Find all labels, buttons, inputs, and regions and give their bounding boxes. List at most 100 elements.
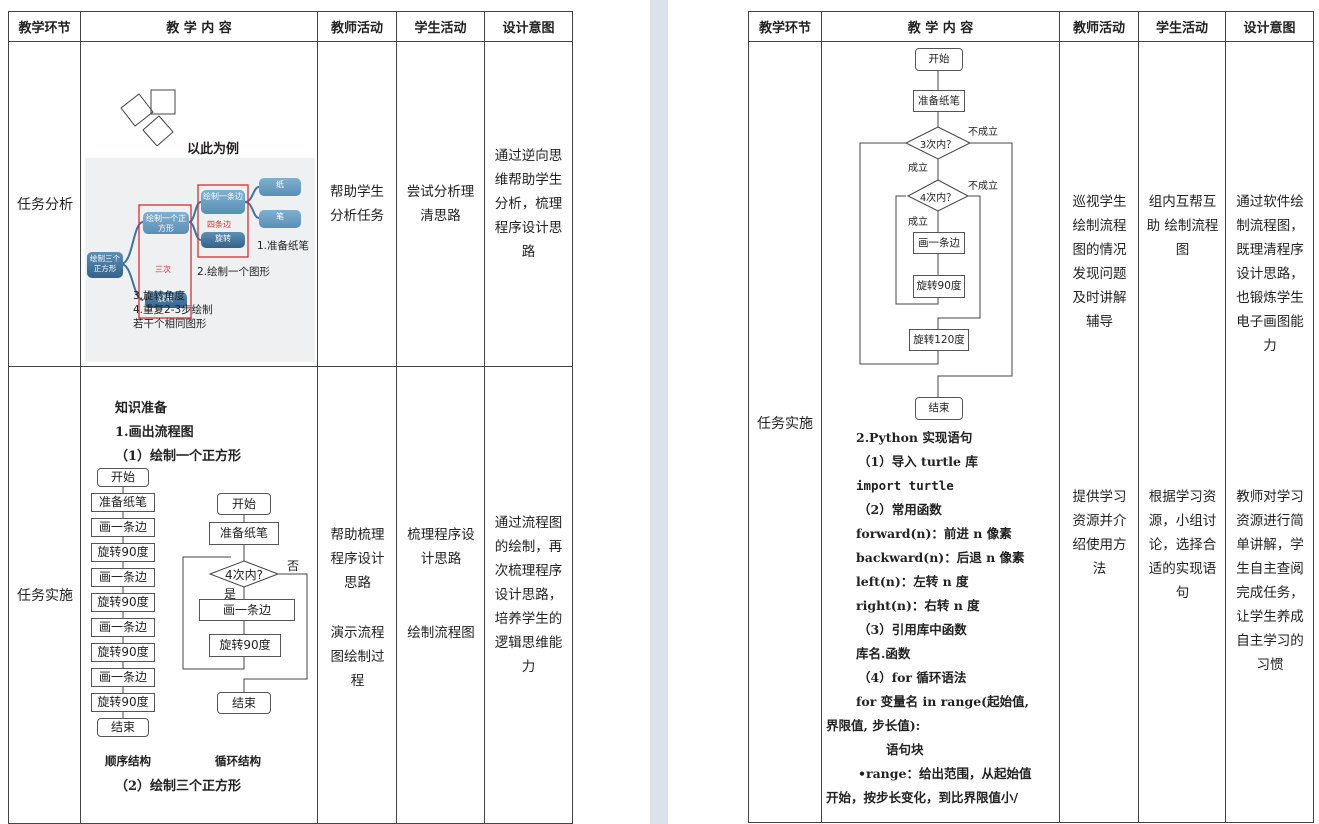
- heading-knowledge-prep: 知识准备: [115, 401, 168, 416]
- mindmap-square-node: 绘制一个正方形: [143, 212, 189, 234]
- mindmap-tag-four: 四条边: [207, 220, 231, 229]
- python-content-cell: 开始 准备纸笔 3次内？ 不成立 成立 4次内？ 不成立 成立 画一条边 旋转9…: [821, 41, 1060, 823]
- stage-task-analysis: 任务分析: [8, 41, 81, 367]
- seq-step: 旋转90度: [91, 693, 155, 712]
- pflow-no-1: 不成立: [968, 127, 998, 138]
- pflow-start: 开始: [915, 48, 963, 71]
- flowchart-cell: 知识准备 1.画出流程图 （1）绘制一个正方形: [80, 366, 318, 824]
- pflow-yes-2: 成立: [908, 217, 928, 228]
- seq-step: 旋转90度: [91, 593, 155, 612]
- loop-yes-label: 是: [224, 587, 237, 601]
- pflow-draw-side: 画一条边: [913, 232, 965, 254]
- pflow-yes-1: 成立: [908, 163, 928, 174]
- right-student-2: 根据学习资源，小组讨论，选择合适的实现语句: [1148, 489, 1217, 601]
- row2-student-2: 绘制流程图: [407, 625, 475, 641]
- row2-design-intent: 通过流程图的绘制，再次梳理程序设计思路，培养学生的逻辑思维能力: [484, 366, 573, 824]
- python-line: （4）for 循环语法: [858, 670, 967, 685]
- mindmap-label-4a: 4.重复2-3步绘制: [133, 304, 213, 316]
- mindmap-center-node: 绘制三个正方形: [87, 252, 123, 278]
- python-line: （3）引用库中函数: [858, 622, 967, 637]
- python-line: （2）常用函数: [858, 502, 942, 517]
- loop-end: 结束: [217, 692, 271, 714]
- mindmap-label-2: 2.绘制一个图形: [197, 266, 271, 278]
- mindmap-pen-node: 笔: [259, 210, 301, 228]
- page-gap: [650, 0, 668, 824]
- mindmap-label-4b: 若干个相同图形: [133, 318, 207, 330]
- loop-rotate: 旋转90度: [209, 634, 281, 657]
- loop-no-label: 否: [287, 559, 300, 573]
- right-student-activity: 组内互帮互助 绘制流程图 根据学习资源，小组讨论，选择合适的实现语句: [1138, 41, 1226, 823]
- header-teacher: 教师活动: [317, 11, 397, 42]
- seq-step: 画一条边: [91, 518, 155, 537]
- python-flowchart-lines: [859, 71, 1013, 397]
- python-line: backward(n)：后退 n 像素: [856, 550, 1025, 565]
- heading-draw-one-square: （1）绘制一个正方形: [115, 449, 242, 464]
- row2-student-1: 梳理程序设计思路: [407, 527, 475, 567]
- pflow-no-2: 不成立: [968, 181, 998, 192]
- mindmap-title: 以此为例: [187, 142, 240, 157]
- seq-step: 画一条边: [91, 668, 155, 687]
- right-student-1: 组内互帮互助 绘制流程图: [1146, 194, 1219, 258]
- row2-teacher-2: 演示流程图绘制过程: [330, 625, 385, 689]
- mindmap-label-3: 3.旋转角度: [133, 290, 186, 302]
- heading-draw-three-squares: （2）绘制三个正方形: [115, 779, 242, 794]
- pflow-end: 结束: [915, 397, 963, 420]
- header-stage: 教学环节: [748, 11, 822, 42]
- heading-draw-flowchart: 1.画出流程图: [115, 425, 194, 440]
- header-content: 教 学 内 容: [80, 11, 318, 42]
- three-squares-sketch: [120, 89, 176, 146]
- mindmap-paper-node: 纸: [259, 178, 301, 196]
- pflow-cond-4: 4次内？: [919, 193, 957, 204]
- row2-teacher-activity: 帮助梳理程序设计思路 演示流程图绘制过程: [317, 366, 397, 824]
- stage-label: 任务实施: [757, 416, 813, 432]
- seq-step: 画一条边: [91, 568, 155, 587]
- mindmap-label-1: 1.准备纸笔: [257, 240, 310, 252]
- mindmap-rotate-node-1: 旋转: [145, 292, 187, 308]
- right-design-intent: 通过软件绘制流程图，既理清程序设计思路，也锻炼学生电子画图能力 教师对学习资源进…: [1225, 41, 1314, 823]
- python-line: right(n)：右转 n 度: [856, 598, 980, 613]
- pflow-prepare: 准备纸笔: [913, 90, 965, 112]
- python-line: for 变量名 in range(起始值,: [856, 694, 1029, 709]
- python-line: （1）导入 turtle 库: [858, 454, 978, 469]
- right-intent-2: 教师对学习资源进行简单讲解，学生自主查阅完成任务，让学生养成自主学习的习惯: [1236, 489, 1304, 673]
- sequence-arrows: [122, 487, 308, 718]
- python-line: 界限值, 步长值):: [826, 718, 921, 733]
- mindmap-rotate-node-2: 旋转: [201, 232, 245, 248]
- stage-task-implementation: 任务实施: [8, 366, 81, 824]
- pflow-cond-3: 3次内？: [919, 140, 957, 151]
- header-content: 教 学 内 容: [821, 11, 1060, 42]
- header-intent: 设计意图: [484, 11, 573, 42]
- right-teacher-2: 提供学习资源并介绍使用方法: [1072, 489, 1127, 577]
- python-line: 2.Python 实现语句: [856, 430, 973, 445]
- pflow-rotate-90: 旋转90度: [913, 275, 965, 298]
- seq-step: 开始: [97, 468, 149, 487]
- mindmap-tag-three: 三次: [155, 265, 171, 274]
- header-student: 学生活动: [1138, 11, 1226, 42]
- header-teacher: 教师活动: [1059, 11, 1139, 42]
- header-intent: 设计意图: [1225, 11, 1314, 42]
- loop-start: 开始: [217, 493, 271, 515]
- row1-teacher-activity: 帮助学生分析任务: [317, 41, 397, 367]
- seq-step: 画一条边: [91, 618, 155, 637]
- mindmap-connectors: [120, 184, 260, 319]
- python-line: 库名.函数: [856, 646, 911, 661]
- python-line: 语句块: [886, 742, 924, 757]
- right-intent-1: 通过软件绘制流程图，既理清程序设计思路，也锻炼学生电子画图能力: [1236, 194, 1304, 354]
- lesson-table-left: 教学环节 教 学 内 容 教师活动 学生活动 设计意图 任务分析 以此为例: [8, 11, 573, 824]
- header-student: 学生活动: [396, 11, 485, 42]
- seq-step: 结束: [97, 718, 149, 737]
- row1-student-activity: 尝试分析理清思路: [396, 41, 485, 367]
- python-line: forward(n)：前进 n 像素: [856, 526, 1012, 541]
- loop-draw-side: 画一条边: [199, 599, 295, 621]
- header-stage: 教学环节: [8, 11, 81, 42]
- right-teacher-1: 巡视学生绘制流程图的情况发现问题及时讲解辅导: [1072, 194, 1127, 330]
- row1-design-intent: 通过逆向思维帮助学生分析，梳理程序设计思路: [484, 41, 573, 367]
- seq-step: 旋转90度: [91, 643, 155, 662]
- pflow-rotate-120: 旋转120度: [909, 329, 969, 351]
- python-line: left(n)：左转 n 度: [856, 574, 969, 589]
- python-line: 开始，按步长变化，到比界限值小/: [826, 790, 1019, 805]
- row2-teacher-1: 帮助梳理程序设计思路: [330, 527, 385, 591]
- lesson-table-right: 教学环节 教 学 内 容 教师活动 学生活动 设计意图 任务实施: [748, 11, 1314, 823]
- loop-prepare: 准备纸笔: [209, 522, 279, 545]
- mindmap-cell: 以此为例 绘制三个正方形 绘制一个正方形 三次 旋转 绘制一条边: [80, 41, 318, 367]
